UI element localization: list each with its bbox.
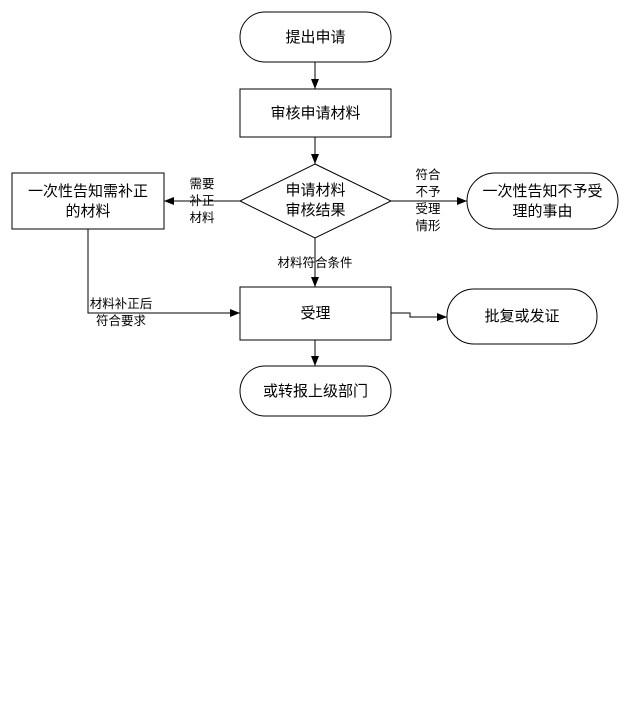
edge-label: 需要 [189, 176, 214, 191]
node-label: 审核申请材料 [270, 104, 360, 122]
decision-shape [238, 163, 393, 239]
node-label: 理的事由 [512, 202, 572, 220]
node-forward: 或转报上级部门 [239, 365, 392, 417]
terminal-shape [466, 172, 619, 230]
node-notify-reject: 一次性告知不予受 理的事由 [466, 172, 619, 230]
edge-label: 材料 [189, 210, 215, 225]
node-label: 一次性告知需补正 [28, 182, 148, 200]
edge-label: 情形 [415, 218, 441, 233]
node-label: 或转报上级部门 [263, 382, 368, 400]
arrow-supplement-to-accept [87, 229, 240, 317]
node-label: 审核结果 [285, 201, 345, 219]
edge-label-need-supplement: 需要 补正 材料 [189, 176, 215, 225]
process-shape [11, 172, 165, 230]
node-label: 提出申请 [285, 28, 345, 46]
terminal-shape [446, 288, 598, 345]
terminal-shape [239, 365, 392, 417]
edge-label-qualified: 材料符合条件 [277, 255, 352, 270]
connectors [87, 62, 467, 366]
node-label: 的材料 [65, 202, 110, 220]
edge-label-after-supplement: 材料补正后 符合要求 [90, 296, 153, 328]
terminal-shape [239, 11, 392, 63]
process-shape [239, 88, 392, 138]
edge-label: 材料补正后 [90, 296, 153, 311]
edge-label: 受理 [415, 201, 441, 216]
node-approve: 批复或发证 [446, 288, 598, 345]
node-accept: 受理 [239, 286, 392, 341]
node-label: 一次性告知不予受 [482, 182, 602, 200]
process-shape [239, 286, 392, 341]
edge-label: 不予 [415, 184, 440, 199]
edge-label: 补正 [189, 193, 214, 208]
node-label: 批复或发证 [484, 307, 559, 325]
node-review-materials: 审核申请材料 [239, 88, 392, 138]
edge-label: 符合要求 [96, 313, 147, 328]
node-label: 申请材料 [285, 181, 345, 199]
arrow-accept-to-approve [391, 312, 447, 321]
node-start: 提出申请 [239, 11, 392, 63]
node-decision: 申请材料 审核结果 [238, 163, 393, 239]
edge-label-reject: 符合 不予 受理 情形 [415, 167, 441, 233]
node-label: 受理 [300, 304, 330, 322]
node-notify-supplement: 一次性告知需补正 的材料 [11, 172, 165, 230]
edge-label: 符合 [415, 167, 441, 182]
